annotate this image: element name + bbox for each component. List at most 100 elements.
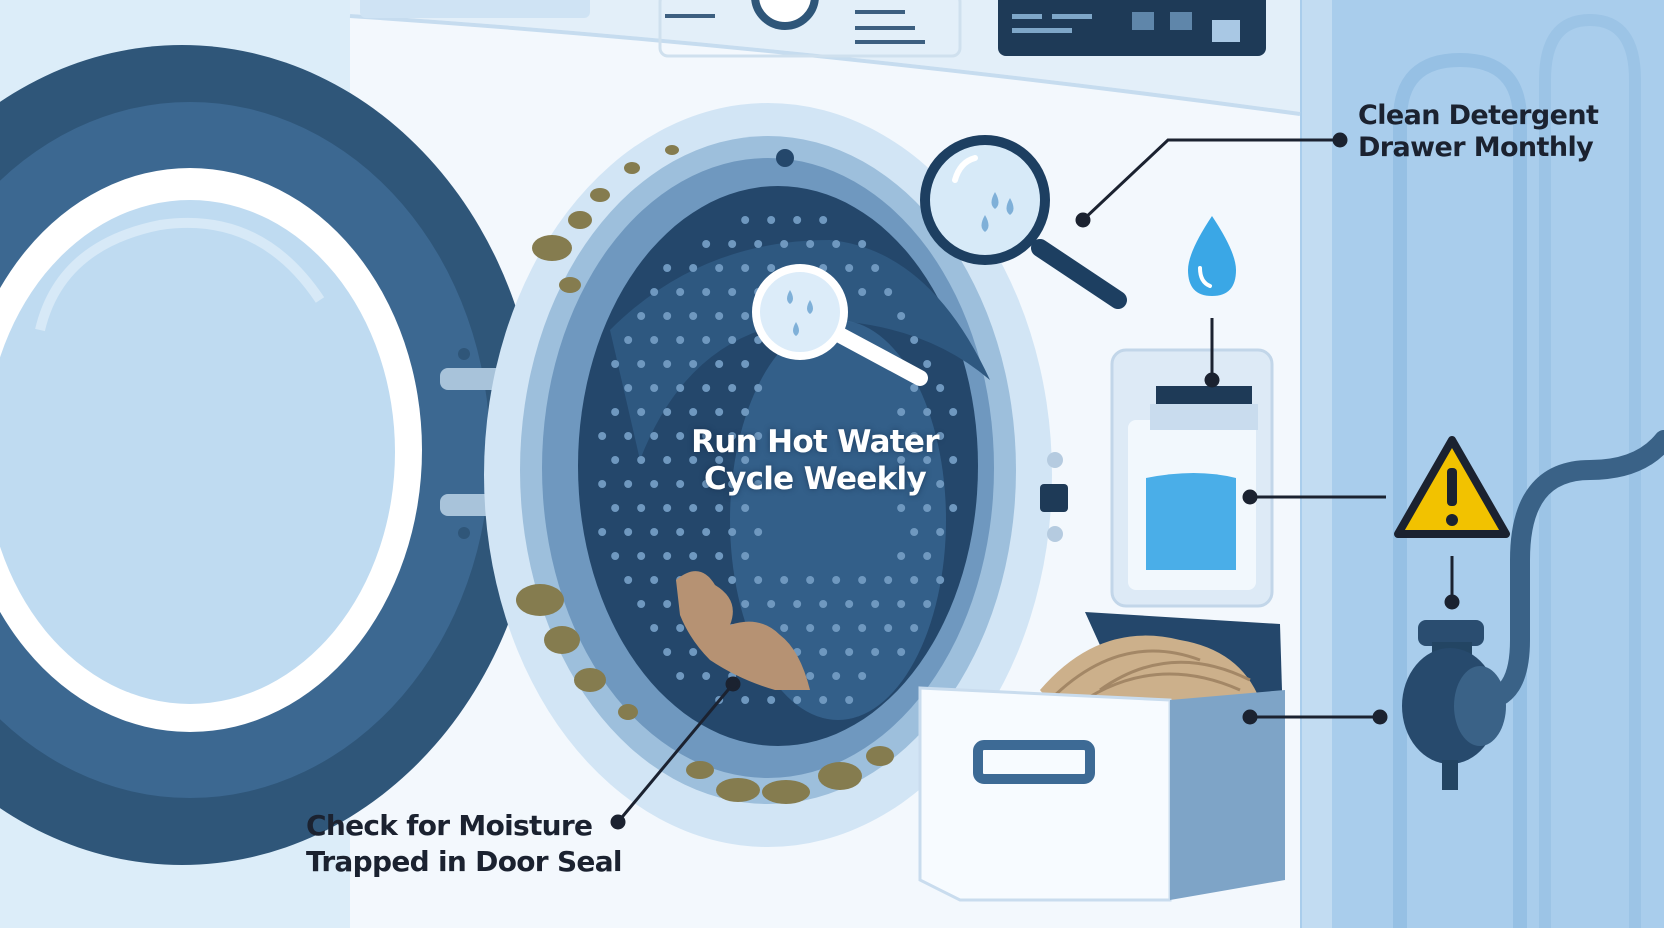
- drum-hole: [598, 528, 607, 536]
- drum-hole: [702, 240, 711, 248]
- drum-hole: [611, 456, 620, 464]
- drum-hole: [650, 576, 659, 584]
- drum-hole: [715, 408, 724, 416]
- drum-hole: [741, 696, 750, 704]
- drum-hole: [910, 528, 919, 536]
- callout-text-line: Drawer Monthly: [1358, 132, 1594, 164]
- drum-hole: [949, 504, 958, 512]
- drum-hole: [611, 552, 620, 560]
- drum-hole: [689, 504, 698, 512]
- drum-hole: [624, 336, 633, 344]
- drum-hole: [871, 600, 880, 608]
- drum-hole: [754, 576, 763, 584]
- callout-clean-detergent-drawer: Clean Detergent Drawer Monthly: [1358, 100, 1599, 165]
- drum-hole: [884, 624, 893, 632]
- drum-hole: [923, 600, 932, 608]
- drum-hole: [624, 384, 633, 392]
- drum-hole: [923, 408, 932, 416]
- drum-hole: [637, 552, 646, 560]
- drum-hole: [780, 240, 789, 248]
- drum-hole: [819, 696, 828, 704]
- drum-hole: [702, 384, 711, 392]
- drum-hole: [663, 552, 672, 560]
- drum-hole: [897, 408, 906, 416]
- drum-hole: [702, 432, 711, 440]
- drum-hole: [650, 528, 659, 536]
- drum-hole: [650, 624, 659, 632]
- drum-hole: [806, 672, 815, 680]
- drum-hole: [832, 672, 841, 680]
- drum-hole: [832, 240, 841, 248]
- drum-hole: [663, 456, 672, 464]
- drum-hole: [871, 264, 880, 272]
- drum-hole: [819, 216, 828, 224]
- drum-hole: [676, 480, 685, 488]
- drum-hole: [819, 648, 828, 656]
- drum-hole: [663, 504, 672, 512]
- drum-hole: [897, 600, 906, 608]
- drum-hole: [676, 288, 685, 296]
- drum-hole: [702, 336, 711, 344]
- magnifier-icon-drawer: [920, 135, 1127, 309]
- callout-hot-water-cycle: Run Hot Water Cycle Weekly: [680, 424, 950, 498]
- callout-text-line: Run Hot Water: [691, 424, 939, 460]
- drum-hole: [741, 600, 750, 608]
- drum-hole: [715, 504, 724, 512]
- drum-hole: [611, 504, 620, 512]
- drum-hole: [806, 576, 815, 584]
- drum-hole: [819, 600, 828, 608]
- drum-hole: [936, 480, 945, 488]
- drum-hole: [910, 432, 919, 440]
- drum-hole: [702, 528, 711, 536]
- drum-hole: [832, 624, 841, 632]
- drum-hole: [754, 240, 763, 248]
- drum-hole: [689, 552, 698, 560]
- drum-hole: [923, 360, 932, 368]
- drum-hole: [663, 312, 672, 320]
- drum-hole: [676, 384, 685, 392]
- drum-hole: [611, 408, 620, 416]
- drum-hole: [949, 456, 958, 464]
- drum-hole: [598, 432, 607, 440]
- drum-hole: [936, 528, 945, 536]
- detergent-container-icon: [1110, 348, 1274, 608]
- dial-knob[interactable]: [751, 0, 819, 30]
- drum-perforations: [598, 216, 958, 704]
- drum-hole: [858, 624, 867, 632]
- drum-hole: [754, 480, 763, 488]
- drum-hole: [702, 672, 711, 680]
- drum-hole: [910, 576, 919, 584]
- drum-hole: [910, 336, 919, 344]
- drum-hole: [663, 408, 672, 416]
- drum-hole: [650, 480, 659, 488]
- drum-hole: [923, 552, 932, 560]
- drum-hole: [767, 600, 776, 608]
- drum-hole: [806, 624, 815, 632]
- drum-hole: [715, 312, 724, 320]
- drum-hole: [858, 672, 867, 680]
- drum-hole: [663, 600, 672, 608]
- drum-hole: [897, 648, 906, 656]
- drum-hole: [728, 432, 737, 440]
- drum-hole: [624, 432, 633, 440]
- drum-hole: [689, 264, 698, 272]
- drum-hole: [845, 264, 854, 272]
- drum-hole: [728, 288, 737, 296]
- drum-hole: [728, 384, 737, 392]
- drum-hole: [780, 576, 789, 584]
- drum-hole: [767, 696, 776, 704]
- drum-hole: [923, 504, 932, 512]
- drum-hole: [897, 504, 906, 512]
- drum-hole: [702, 288, 711, 296]
- drum-hole: [741, 408, 750, 416]
- magnifier-icon: [752, 264, 928, 386]
- drum-hole: [741, 504, 750, 512]
- drum-hole: [689, 456, 698, 464]
- drum-opening: [484, 103, 1052, 847]
- drum-hole: [858, 576, 867, 584]
- drum-hole: [793, 696, 802, 704]
- drum-hole: [663, 264, 672, 272]
- drum-hole: [754, 528, 763, 536]
